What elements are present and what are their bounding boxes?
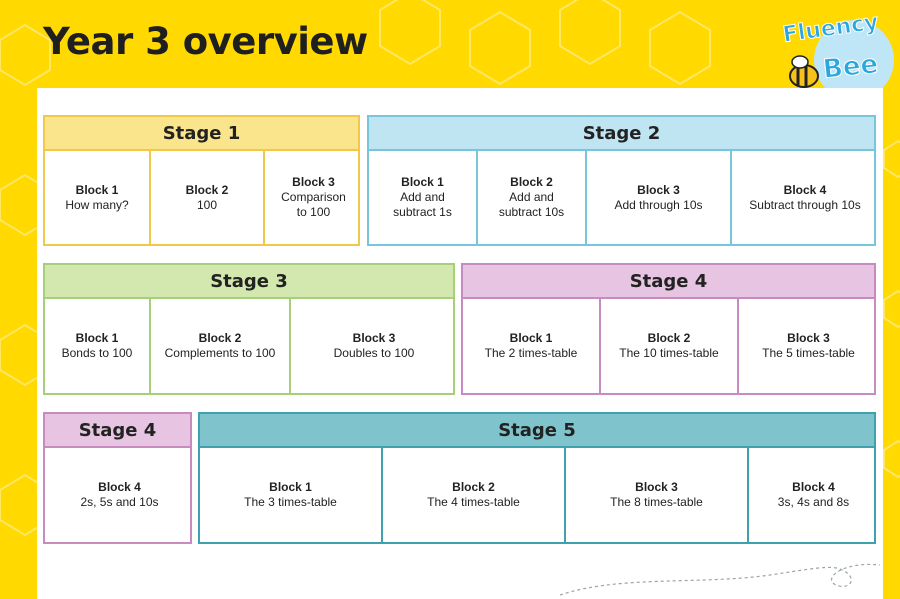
block-title: Block 3 bbox=[352, 331, 396, 345]
block-title: Block 1 bbox=[401, 175, 444, 189]
stage-header: Stage 2 bbox=[369, 117, 874, 151]
block-description: 100 bbox=[196, 197, 218, 212]
stage-header: Stage 4 bbox=[45, 414, 190, 448]
block-description: Add and subtract 10s bbox=[498, 190, 565, 219]
block-title: Block 3 bbox=[637, 182, 680, 197]
block-description: Comparison to 100 bbox=[281, 190, 346, 219]
block-description: Add and subtract 1s bbox=[393, 190, 452, 219]
block-title: Block 2 bbox=[510, 175, 553, 189]
block-title: Block 2 bbox=[452, 480, 495, 494]
block-description: The 10 times-table bbox=[619, 346, 719, 360]
bee-flight-path bbox=[560, 563, 881, 596]
block-description: The 5 times-table bbox=[762, 346, 855, 360]
stage-header: Stage 1 bbox=[45, 117, 358, 151]
block-description: 3s, 4s and 8s bbox=[777, 495, 850, 509]
block-title: Block 1 bbox=[75, 182, 119, 197]
page-title: Year 3 overview bbox=[43, 20, 368, 63]
block-description: The 3 times-table bbox=[244, 495, 337, 509]
block-title: Block 3 bbox=[292, 175, 335, 189]
block-description: Doubles to 100 bbox=[333, 346, 415, 360]
block-title: Block 3 bbox=[635, 480, 678, 494]
block-description: Subtract through 10s bbox=[749, 197, 861, 212]
logo-text-bee: Bee bbox=[822, 49, 880, 85]
block-title: Block 4 bbox=[783, 182, 827, 197]
block-title: Block 1 bbox=[269, 480, 312, 494]
block-title: Block 1 bbox=[509, 331, 553, 345]
block-description: The 4 times-table bbox=[427, 495, 520, 509]
block-description: Add through 10s bbox=[614, 197, 703, 212]
stage-header: Stage 4 bbox=[463, 265, 874, 299]
block-title: Block 2 bbox=[198, 331, 242, 345]
block-description: Complements to 100 bbox=[164, 346, 276, 360]
block-title: Block 2 bbox=[185, 182, 229, 197]
block-description: How many? bbox=[65, 197, 129, 212]
stage-header: Stage 5 bbox=[200, 414, 874, 448]
block-title: Block 3 bbox=[787, 331, 830, 345]
block-title: Block 4 bbox=[98, 480, 141, 494]
stage-header: Stage 3 bbox=[45, 265, 453, 299]
block-description: 2s, 5s and 10s bbox=[80, 495, 159, 509]
block-title: Block 1 bbox=[75, 331, 119, 345]
block-description: The 2 times-table bbox=[484, 346, 578, 360]
block-title: Block 2 bbox=[647, 331, 691, 345]
fluency-bee-logo: Fluency Bee bbox=[781, 9, 894, 100]
block-description: The 8 times-table bbox=[610, 495, 703, 509]
block-title: Block 4 bbox=[792, 480, 835, 494]
block-description: Bonds to 100 bbox=[61, 346, 133, 360]
